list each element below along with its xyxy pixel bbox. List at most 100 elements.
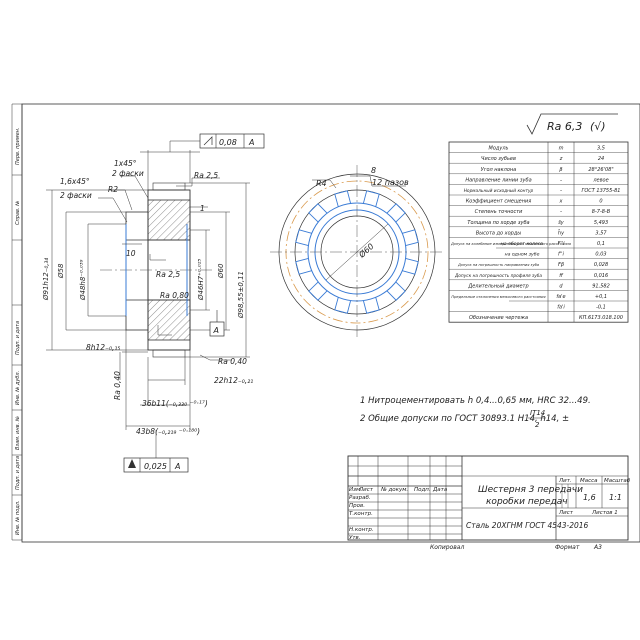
dim-d58: Ø58 — [57, 263, 65, 279]
dim-d91: Ø91h12₋₀,₃₄ — [42, 258, 50, 301]
section-dimensions — [46, 150, 250, 430]
param-sym-5: x — [559, 199, 563, 205]
param-sym-14: fa'e — [556, 294, 565, 300]
note-1: 1 Нитроцементировать h 0,4...0,65 мм, HR… — [360, 396, 591, 406]
param-name-2: Угол наклона — [481, 167, 516, 173]
param-sym-4: - — [560, 188, 562, 194]
tb-hdr-mass: Масса — [580, 478, 598, 484]
datum-a-label: A — [213, 326, 219, 335]
param-val-15: -0,1 — [596, 305, 606, 311]
strip-label-3: Подп. и дата — [15, 321, 21, 355]
dim-ten: 10 — [126, 249, 136, 258]
dim-w43: 43b8(₋₀,₂₁₉ ⁻⁰·¹⁸⁰) — [136, 427, 200, 436]
param-sym-7: s̄y — [558, 220, 565, 226]
param-name-12: Допуск на погрешность профиля зуба — [454, 273, 542, 279]
dim-ra25-mid: Ra 2,5 — [156, 270, 180, 279]
gear-slot-8 — [308, 203, 328, 223]
param-sub-10: на одном зубе — [505, 252, 540, 258]
strip-label-2: Справ. № — [15, 201, 21, 225]
note-2-frac-bot: 2 — [535, 421, 540, 429]
strip-label-6: Подп. и дата — [15, 456, 21, 490]
gear-slots-label: 12 пазов — [372, 178, 409, 187]
tb-format: Формат — [555, 544, 580, 551]
param-val-10: 0,03 — [595, 252, 606, 258]
param-val-6: 8-7-8-В — [592, 209, 611, 215]
param-sym-9: F''i — [557, 241, 565, 247]
dim-d46: Ø46H7⁺⁰·⁰²⁵ — [197, 259, 205, 301]
strip-label-4: Инв. № дубл. — [15, 371, 21, 405]
tb-scale: 1:1 — [609, 493, 622, 502]
gear-slot-11 — [386, 203, 406, 223]
dim-chamfer-outer: 1x45° — [114, 159, 137, 168]
tb-role-doc: № докум. — [380, 487, 408, 493]
gear-slot-6 — [295, 257, 312, 275]
tb-copied: Копировал — [430, 544, 464, 551]
param-val-14: +0,1 — [595, 294, 607, 300]
param-val-4: ГОСТ 13755-81 — [582, 188, 621, 194]
param-name-9: Допуск на колебание измерительного межос… — [450, 242, 572, 246]
param-name-5: Коэффициент смещения — [466, 199, 532, 205]
dim-one: 1 — [200, 204, 205, 213]
dim-r2: R2 — [108, 185, 118, 194]
tol-bottom-value: 0,025 — [144, 462, 167, 471]
param-sym-10: f''i — [558, 252, 565, 258]
param-sym-3: - — [560, 177, 562, 183]
gear-slot-7 — [295, 229, 312, 247]
param-val-16: КП.6173.018.100 — [579, 315, 623, 321]
tb-row-razrab: Разраб. — [349, 495, 371, 501]
general-roughness-symbol: Ra 6,3 (√) — [526, 113, 618, 135]
tb-title-2: коробки передач — [486, 497, 568, 507]
param-sym-8: h̄y — [558, 229, 565, 236]
general-roughness-tail: (√) — [590, 120, 606, 133]
dim-d48: Ø48h8⁻⁰·⁰³⁹ — [79, 259, 87, 301]
dim-chamfer-outer-note: 2 фаски — [112, 169, 144, 178]
gear-slot-12 — [402, 229, 419, 247]
param-val-8: 3,57 — [595, 230, 607, 236]
tolerance-frame-top: 0,08 A — [169, 133, 265, 152]
note-2: 2 Общие допуски по ГОСТ 30893.1 H14, h14… — [360, 414, 569, 424]
gear-r4: R4 — [316, 179, 327, 188]
tb-sheets: Листов 1 — [591, 510, 618, 516]
dim-ra25-top: Ra 2,5 — [194, 171, 218, 180]
gear-d60: Ø60 — [356, 241, 376, 260]
param-val-7: 5,493 — [594, 220, 608, 226]
param-val-12: 0,016 — [594, 273, 608, 279]
param-name-3: Направление линии зуба — [465, 177, 531, 183]
datum-a-marker: A — [209, 310, 225, 337]
tb-hdr-lit: Лит. — [558, 478, 572, 484]
tb-row-tkontr: Т.контр. — [349, 511, 373, 517]
param-val-2: 28°26'08" — [588, 167, 613, 173]
param-sym-0: m — [559, 146, 564, 152]
gear-slot-5 — [308, 281, 328, 301]
tol-top-value: 0,08 — [219, 138, 237, 147]
tolerance-frame-bottom: 0,025 A — [123, 430, 189, 473]
strip-label-5: Взам. инв. № — [15, 416, 21, 450]
param-val-11: 0,028 — [594, 262, 608, 268]
param-sub-9: на оборот колеса — [501, 241, 543, 247]
param-name-1: Число зубьев — [481, 156, 516, 162]
param-val-0: 3,5 — [597, 146, 605, 152]
dim-chamfer-inner-note: 2 фаски — [60, 191, 92, 200]
dim-ra040-left: Ra 0,40 — [113, 371, 122, 400]
param-sym-11: Fβ — [558, 262, 565, 268]
hub-outline — [125, 211, 149, 331]
param-name-7: Толщина по хорде зуба — [467, 220, 529, 226]
strip-label-1: Перв. примен. — [15, 127, 21, 165]
tb-row-nkontr: Н.контр. — [349, 527, 374, 533]
dim-d98: Ø98,55±0,11 — [237, 271, 245, 319]
tol-top-datum: A — [248, 138, 254, 147]
param-name-13: Делительный диаметр — [467, 283, 528, 289]
param-name-0: Модуль — [489, 146, 509, 152]
dim-w36: 36b11(₋₀,₃₃₀ ⁻⁰·¹⁷) — [142, 399, 208, 408]
param-val-5: 0 — [599, 199, 602, 205]
gear-slot-1 — [402, 257, 419, 275]
param-val-1: 24 — [598, 156, 604, 162]
tb-row-utv: Утв. — [349, 535, 361, 541]
tb-row-prov: Пров. — [349, 503, 365, 509]
param-sym-15: fa'i — [557, 305, 565, 311]
hatch-lower — [147, 299, 191, 341]
param-name-8: Высота до хорды — [476, 230, 522, 236]
param-sym-6: - — [560, 209, 562, 215]
